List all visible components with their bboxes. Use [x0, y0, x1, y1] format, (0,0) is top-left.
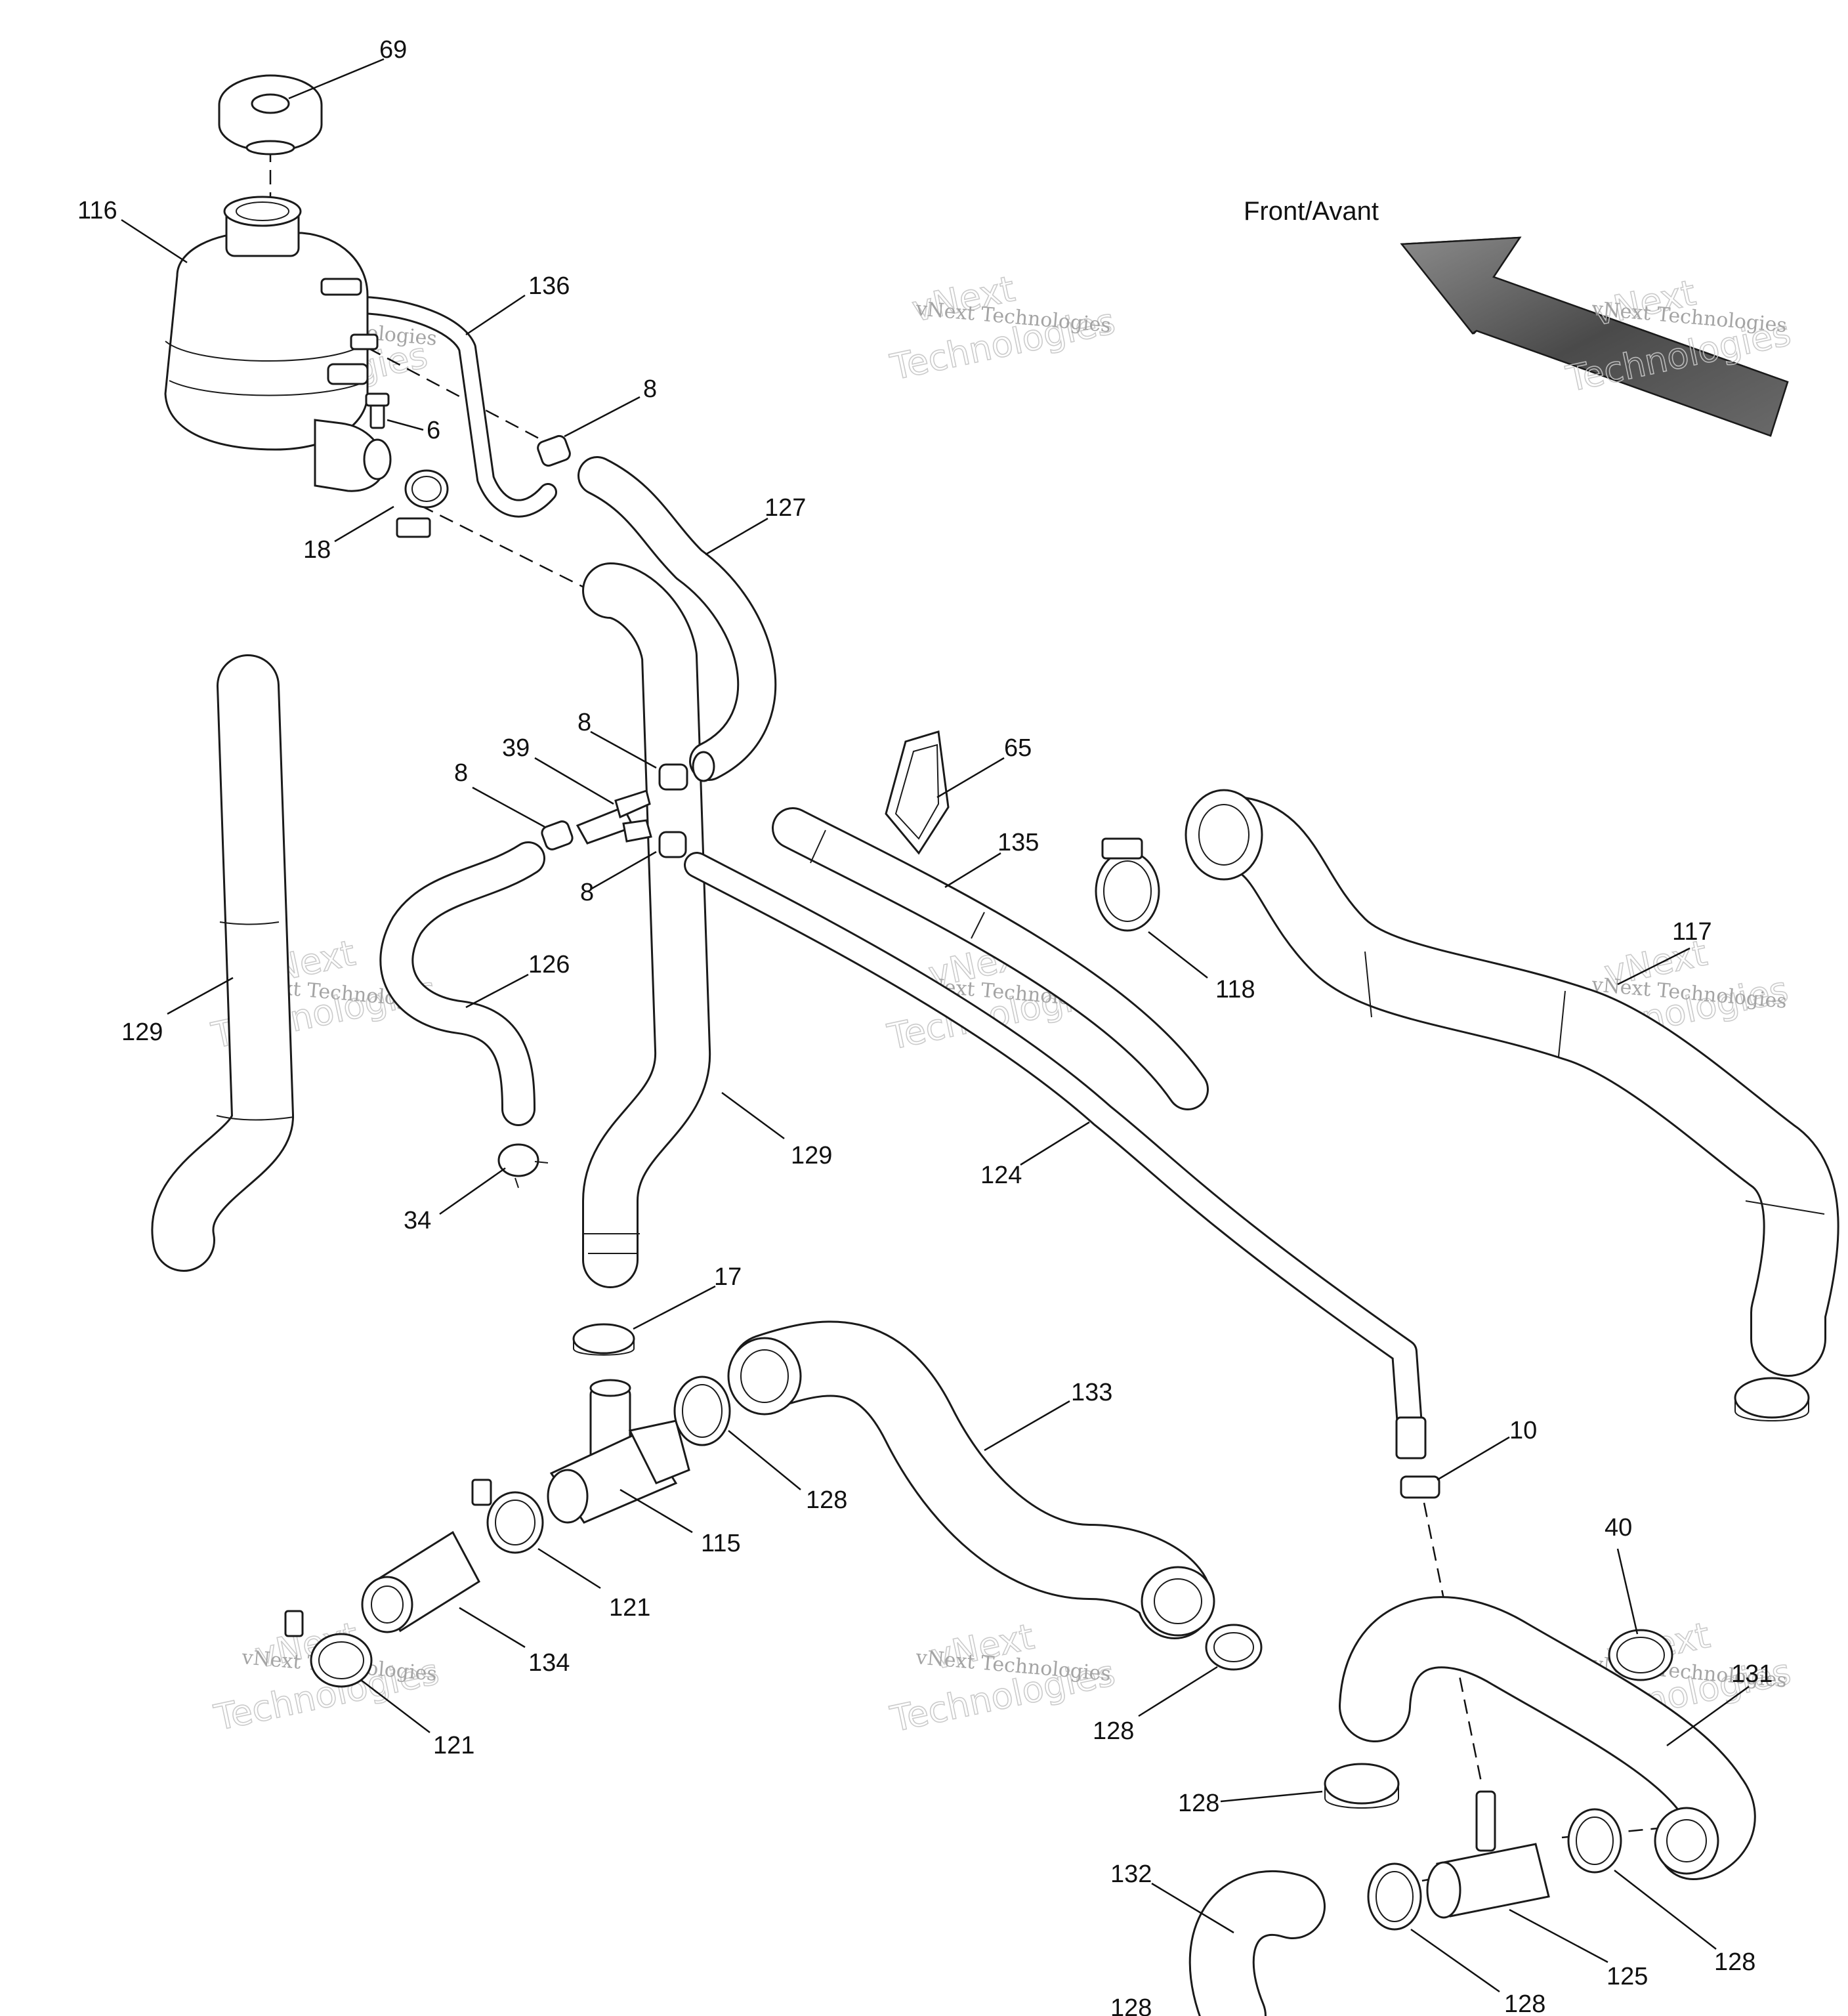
hose-129-left	[151, 654, 295, 1272]
clamp-8-mid-upper	[658, 763, 688, 791]
clamp-8-top	[537, 434, 571, 467]
callout-133: 133	[1071, 1379, 1112, 1406]
clamp-34	[497, 1143, 549, 1188]
callout-134: 134	[528, 1649, 570, 1677]
clamp-65	[885, 730, 950, 855]
hose-127	[578, 456, 777, 782]
hose-133	[727, 1320, 1215, 1639]
callout-128: 128	[1110, 1994, 1152, 2016]
callout-127: 127	[765, 494, 806, 522]
callout-8: 8	[454, 759, 468, 787]
clamp-40	[1608, 1629, 1673, 1681]
front-arrow-icon	[1400, 236, 1789, 437]
callout-125: 125	[1606, 1963, 1648, 1990]
callout-131: 131	[1731, 1660, 1773, 1688]
clamp-128-lower-left	[1324, 1763, 1400, 1809]
callout-65: 65	[1004, 734, 1032, 762]
callout-8: 8	[643, 375, 657, 403]
leader-lines	[121, 58, 1750, 1993]
callout-8: 8	[580, 879, 594, 906]
callout-128: 128	[806, 1486, 847, 1514]
callout-128: 128	[1093, 1717, 1134, 1745]
callout-115: 115	[701, 1530, 741, 1557]
direction-label: Front/Avant	[1244, 197, 1379, 226]
hose-136	[355, 296, 557, 518]
hose-124	[684, 852, 1427, 1460]
t-fitting-125	[1426, 1790, 1550, 1919]
callout-129: 129	[791, 1142, 832, 1169]
callout-128: 128	[1504, 1990, 1545, 2016]
callout-135: 135	[998, 829, 1039, 856]
callout-6: 6	[427, 417, 440, 444]
clamp-118	[1095, 837, 1160, 932]
clamp-128-upper	[673, 1376, 731, 1446]
hose-126	[379, 841, 545, 1126]
callout-118: 118	[1215, 976, 1255, 1003]
callout-124: 124	[980, 1162, 1022, 1189]
callout-136: 136	[528, 272, 570, 300]
callout-128: 128	[1714, 1948, 1755, 1976]
callout-117: 117	[1672, 918, 1712, 946]
clamp-10	[1400, 1475, 1440, 1499]
clamp-18	[396, 469, 449, 538]
hose-132	[1188, 1870, 1326, 2016]
callout-40: 40	[1605, 1514, 1632, 1542]
callout-39: 39	[502, 734, 530, 762]
hose-135	[772, 807, 1209, 1110]
bolt-6	[365, 392, 390, 429]
clamp-128-right	[1205, 1624, 1263, 1671]
clamp-121-lower	[284, 1610, 373, 1688]
clamp-8-mid-lower	[658, 831, 687, 858]
callout-17: 17	[714, 1263, 742, 1291]
coolant-reservoir-116	[164, 196, 392, 492]
hose-134	[361, 1530, 480, 1633]
clamp-121-upper	[471, 1479, 544, 1554]
hose-131	[1339, 1596, 1756, 1880]
callout-126: 126	[528, 951, 570, 978]
hose-117	[1185, 789, 1839, 1377]
callout-121: 121	[609, 1594, 650, 1622]
clamp-right-edge	[1734, 1377, 1810, 1421]
radiator-cap-69	[218, 74, 323, 156]
clamp-8-left	[541, 820, 574, 850]
callout-18: 18	[303, 536, 331, 564]
callout-128: 128	[1178, 1790, 1219, 1817]
hose-129-center	[582, 562, 711, 1288]
callout-132: 132	[1110, 1860, 1152, 1888]
callout-116: 116	[77, 197, 117, 224]
t-fitting-39	[576, 789, 652, 845]
callout-8: 8	[578, 709, 591, 736]
clamp-17	[572, 1323, 635, 1356]
clamp-128-lower-mid	[1367, 1862, 1422, 1931]
callout-labels: 69 116 136 8 6 18 127 39 8 8 8 65 135 11…	[77, 36, 1773, 2016]
callout-69: 69	[379, 36, 407, 64]
callout-129: 129	[121, 1018, 163, 1046]
callout-121: 121	[433, 1732, 474, 1759]
callout-34: 34	[404, 1207, 431, 1234]
t-fitting-115	[547, 1379, 690, 1524]
clamp-128-lower-right	[1567, 1808, 1622, 1874]
callout-10: 10	[1509, 1417, 1537, 1444]
